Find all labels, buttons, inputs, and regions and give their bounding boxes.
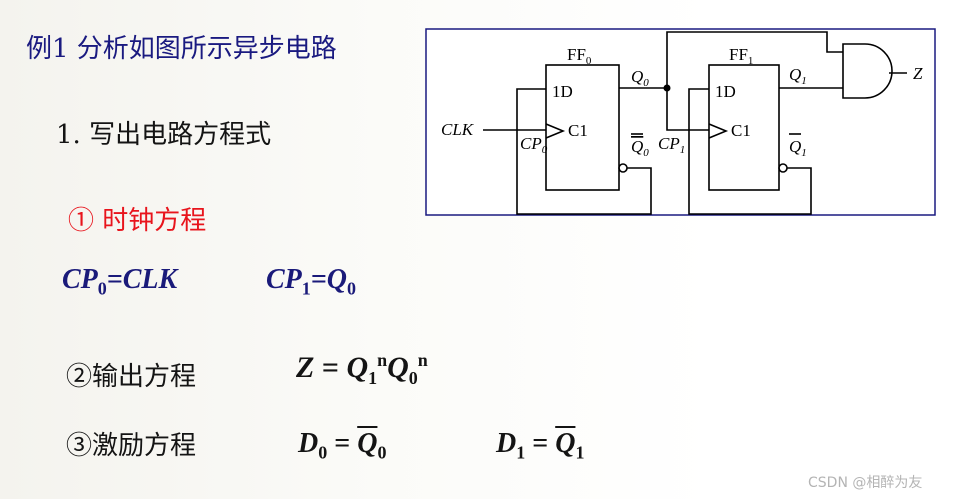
ff0-name: FF0: [567, 45, 592, 67]
ff1-clock-triangle: [708, 123, 729, 139]
ff1-feedback-wire: [688, 88, 812, 215]
excitation-equation-label: ③激励方程: [66, 431, 197, 461]
cp0-label: CP0: [520, 134, 548, 156]
output-equation-label: ②输出方程: [66, 362, 197, 392]
ff1-name: FF1: [729, 45, 753, 67]
clock-equation-heading: ① 时钟方程: [68, 206, 207, 236]
excitation-equation-0: D0 = Q0: [298, 428, 387, 463]
q0-to-gate-wire: [666, 31, 843, 88]
clk-label: CLK: [441, 120, 475, 139]
output-equation: Z = Q1nQ0n: [296, 350, 428, 388]
async-circuit-diagram: FF0 1D C1 FF1 1D C1 CLK CP0 Q0 Q0 CP1 Q1…: [425, 28, 936, 216]
ff0-d-label: 1D: [552, 82, 573, 101]
ff1-c-label: C1: [731, 121, 751, 140]
ff0-q-label: Q0: [631, 67, 649, 89]
ff0-box: [545, 64, 620, 191]
section-heading: 1. 写出电路方程式: [56, 120, 272, 150]
ff1-q-label: Q1: [789, 65, 807, 87]
z-label: Z: [913, 64, 923, 83]
ff0-feedback-wire: [516, 88, 652, 215]
diagram-border: [425, 28, 936, 216]
ff1-d-label: 1D: [715, 82, 736, 101]
clock-equation-1: CP1=Q0: [266, 264, 356, 299]
cp1-label: CP1: [658, 134, 685, 156]
ff0-clock-triangle: [545, 123, 566, 139]
q0-to-cp1-wire: [666, 88, 709, 131]
ff0-qbar-label: Q0: [631, 137, 649, 159]
slide-title: 例1 分析如图所示异步电路: [26, 34, 337, 64]
ff1-box: [708, 64, 780, 191]
clock-equation-0: CP0=CLK: [62, 264, 178, 299]
excitation-equation-1: D1 = Q1: [496, 428, 585, 463]
watermark: CSDN @相醉为友: [808, 475, 923, 491]
ff0-c-label: C1: [568, 121, 588, 140]
ff1-qbar-label: Q1: [789, 137, 807, 159]
